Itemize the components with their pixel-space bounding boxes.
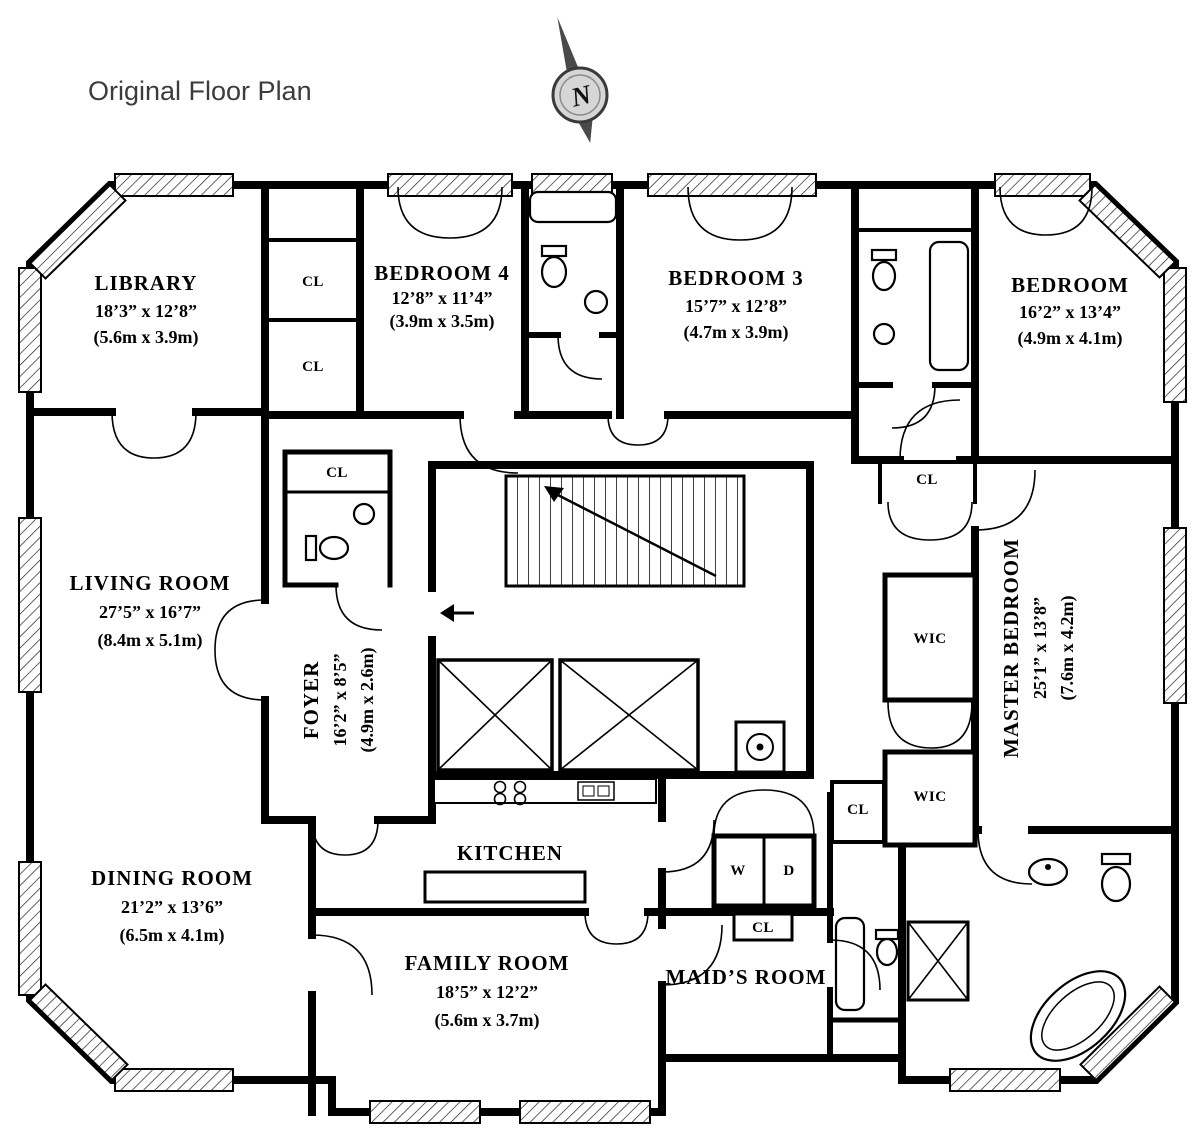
wic-label-1: WIC (913, 631, 946, 647)
room-label-living-room: LIVING ROOM 27’5” x 16’7” (8.4m x 5.1m) (70, 571, 231, 651)
closet-box-maid (732, 912, 794, 942)
toilet-icon (304, 534, 318, 562)
dining-room-name: DINING ROOM (91, 866, 253, 890)
room-label-bedroom: BEDROOM 16’2” x 13’4” (4.9m x 4.1m) (1011, 273, 1129, 349)
bedroom4-name: BEDROOM 4 (374, 261, 510, 285)
dining-room-dims-ft: 21’2” x 13’6” (121, 897, 223, 917)
staircase (504, 474, 746, 588)
library-dims-m: (5.6m x 3.9m) (94, 327, 199, 348)
room-label-dining-room: DINING ROOM 21’2” x 13’6” (6.5m x 4.1m) (91, 866, 253, 946)
sink-icon (583, 289, 609, 315)
windows (18, 173, 1187, 1124)
bathtub-icon (528, 190, 618, 224)
family-room-name: FAMILY ROOM (405, 951, 570, 975)
kitchen-fixtures (423, 778, 657, 904)
room-labels: LIBRARY 18’3” x 12’8” (5.6m x 3.9m) BEDR… (70, 261, 1129, 1031)
foyer-name: FOYER (299, 661, 323, 740)
closet-label-2: CL (302, 359, 324, 375)
foyer-dims-m: (4.9m x 2.6m) (357, 648, 378, 753)
small-labels: CL CL CL CL CL CL WIC WIC W D (302, 274, 946, 936)
kitchen-island (423, 870, 587, 904)
maids-room-name: MAID’S ROOM (666, 965, 827, 989)
closet-label-6: CL (752, 920, 774, 936)
closet-label-3: CL (326, 465, 348, 481)
master-bedroom-name: MASTER BEDROOM (999, 538, 1023, 758)
room-label-library: LIBRARY 18’3” x 12’8” (5.6m x 3.9m) (94, 271, 199, 348)
living-room-dims-m: (8.4m x 5.1m) (98, 630, 203, 651)
door-swings (111, 186, 1093, 996)
closet-label-5: CL (847, 802, 869, 818)
library-name: LIBRARY (94, 271, 197, 295)
toilet-icon (874, 928, 900, 941)
bedroom3-dims-m: (4.7m x 3.9m) (684, 322, 789, 343)
elevators (436, 658, 786, 774)
toilet-icon (540, 244, 568, 258)
closet-label-4: CL (916, 472, 938, 488)
living-room-dims-ft: 27’5” x 16’7” (99, 602, 201, 622)
wic-2-box (882, 749, 978, 848)
toilet-icon (1100, 852, 1132, 866)
kitchen-sink-icon (577, 781, 615, 801)
kitchen-counter (433, 778, 657, 804)
room-label-bedroom4: BEDROOM 4 12’8” x 11’4” (3.9m x 3.5m) (374, 261, 510, 332)
closet-box-master-hall (830, 780, 886, 844)
sink-icon (352, 502, 376, 526)
bedroom3-dims-ft: 15’7” x 12’8” (685, 296, 787, 316)
dryer-label: D (783, 863, 794, 879)
bedroom-dims-m: (4.9m x 4.1m) (1018, 328, 1123, 349)
foyer-dims-ft: 16’2” x 8’5” (330, 654, 350, 747)
room-label-kitchen: KITCHEN (457, 841, 563, 865)
page-title: Original Floor Plan (88, 76, 312, 106)
wic-label-2: WIC (913, 789, 946, 805)
family-room-dims-m: (5.6m x 3.7m) (435, 1010, 540, 1031)
kitchen-name: KITCHEN (457, 841, 563, 865)
room-label-maids-room: MAID’S ROOM (666, 965, 827, 989)
room-label-bedroom3: BEDROOM 3 15’7” x 12’8” (4.7m x 3.9m) (668, 266, 804, 343)
library-dims-ft: 18’3” x 12’8” (95, 301, 197, 321)
bedroom3-name: BEDROOM 3 (668, 266, 804, 290)
compass-icon: N (551, 17, 609, 143)
room-label-family-room: FAMILY ROOM 18’5” x 12’2” (5.6m x 3.7m) (405, 951, 570, 1031)
toilet-icon (870, 248, 898, 262)
oval-tub-icon (1029, 970, 1127, 1062)
bedroom-name: BEDROOM (1011, 273, 1129, 297)
living-room-name: LIVING ROOM (70, 571, 231, 595)
bathtub-icon (834, 916, 866, 1012)
room-label-master-bedroom: MASTER BEDROOM 25’1” x 13’8” (7.6m x 4.2… (999, 538, 1078, 758)
master-bedroom-dims-m: (7.6m x 4.2m) (1057, 596, 1078, 701)
wic-1-box (882, 572, 978, 703)
sink-icon (1027, 857, 1069, 887)
entry-arrow-icon (440, 604, 474, 622)
closet-label-1: CL (302, 274, 324, 290)
stove-icon (493, 780, 507, 794)
bedroom4-dims-m: (3.9m x 3.5m) (390, 311, 495, 332)
stair-direction-arrow (544, 486, 717, 578)
bedroom-dims-ft: 16’2” x 13’4” (1019, 302, 1121, 322)
bathtub-icon (928, 240, 970, 372)
master-bedroom-dims-ft: 25’1” x 13’8” (1030, 597, 1050, 699)
family-room-dims-ft: 18’5” x 12’2” (436, 982, 538, 1002)
washer-label: W (730, 863, 746, 879)
dining-room-dims-m: (6.5m x 4.1m) (120, 925, 225, 946)
bedroom4-dims-ft: 12’8” x 11’4” (392, 288, 493, 308)
room-label-foyer: FOYER 16’2” x 8’5” (4.9m x 2.6m) (299, 648, 378, 753)
bathroom-fixtures (304, 190, 1132, 1062)
stair-core (428, 461, 814, 779)
closets (711, 572, 978, 942)
sink-icon (872, 322, 896, 346)
